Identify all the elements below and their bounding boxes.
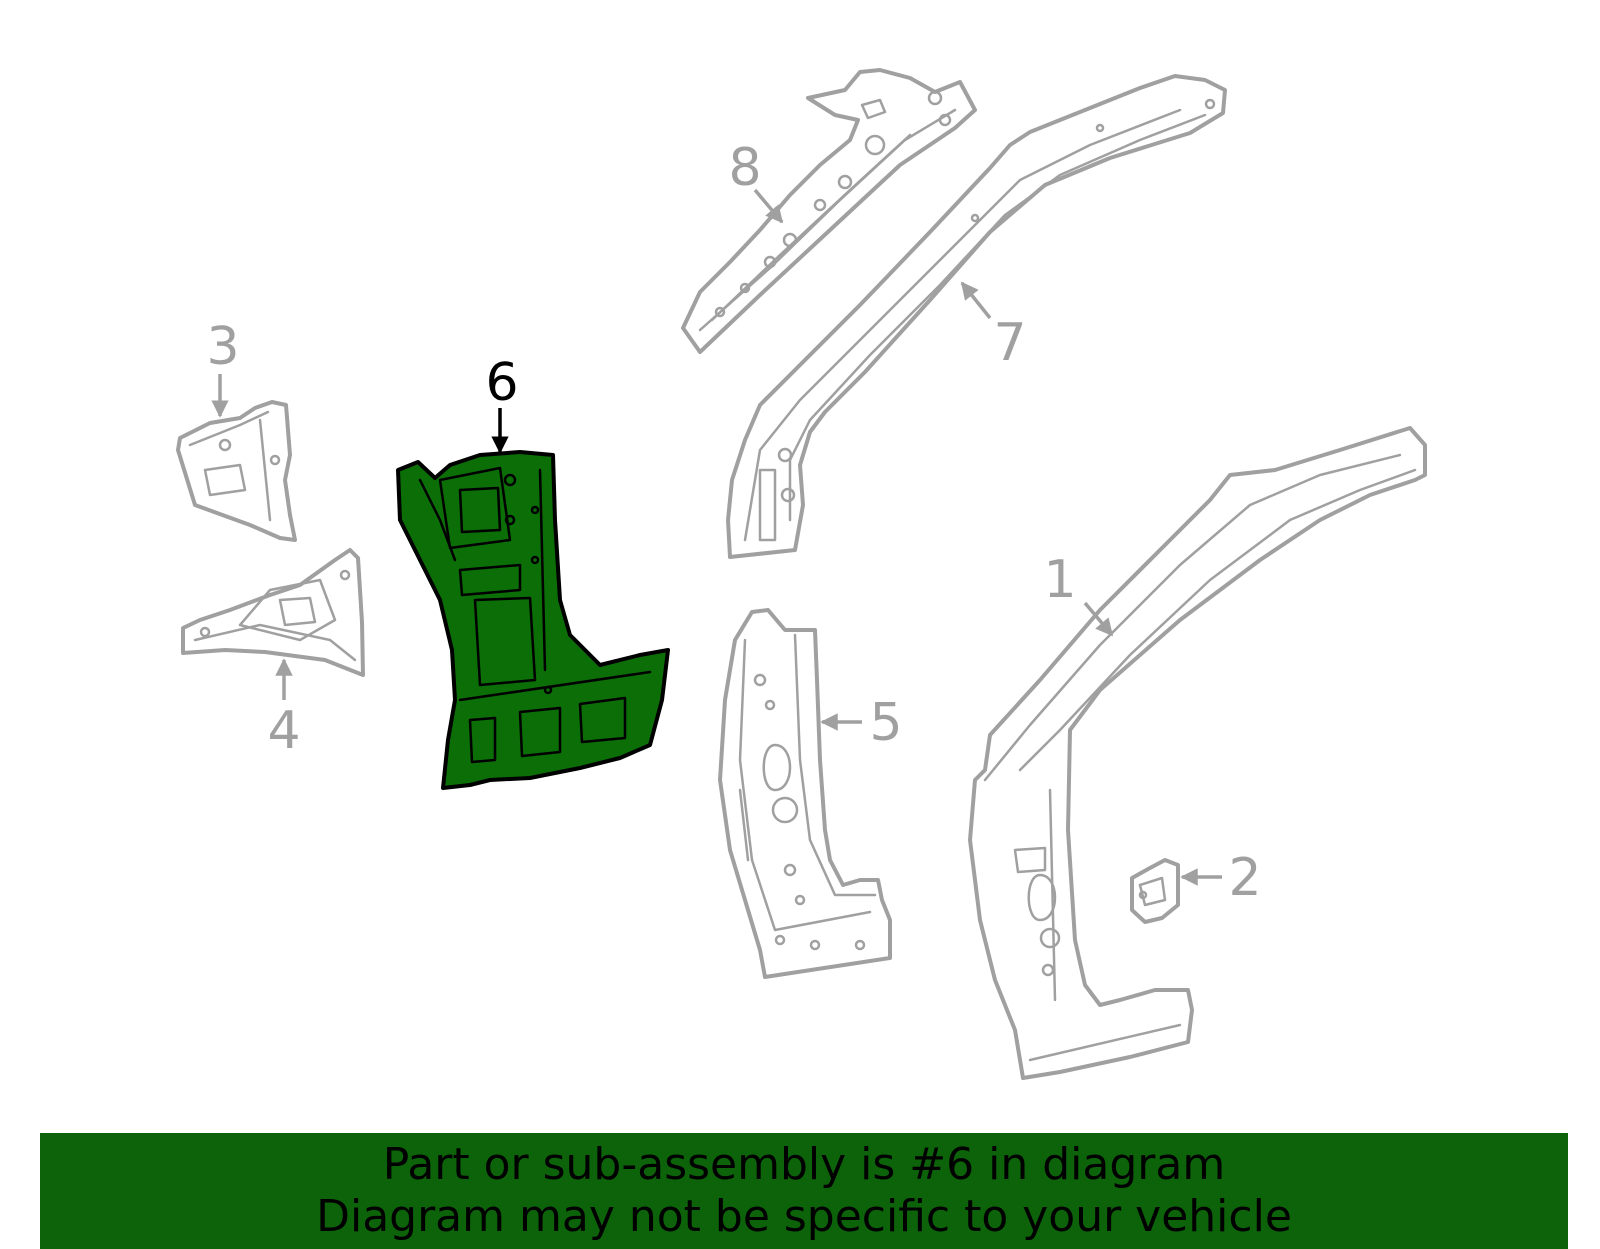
callout-4: 4 — [267, 658, 301, 761]
callout-label: 5 — [869, 693, 902, 753]
callout-label: 1 — [1043, 550, 1076, 610]
callout-6: 6 — [485, 353, 519, 454]
callout-arrow — [960, 281, 992, 320]
callout-7: 7 — [960, 281, 1027, 373]
callout-8: 8 — [728, 138, 784, 224]
part-3[interactable] — [176, 400, 297, 542]
part-6-highlighted[interactable] — [396, 450, 670, 790]
callout-3: 3 — [206, 317, 240, 418]
callout-arrow — [1083, 601, 1114, 637]
part-2[interactable] — [1130, 858, 1180, 924]
part-4[interactable] — [181, 548, 365, 677]
part-7[interactable] — [726, 74, 1227, 559]
part-5[interactable] — [718, 608, 892, 979]
callout-label: 7 — [993, 313, 1026, 373]
callout-label: 8 — [728, 138, 761, 198]
part-1[interactable] — [968, 426, 1427, 1080]
callout-1: 1 — [1043, 550, 1114, 637]
info-banner: Part or sub-assembly is #6 in diagram Di… — [40, 1133, 1568, 1249]
banner-line-1: Part or sub-assembly is #6 in diagram — [382, 1139, 1226, 1190]
callout-5: 5 — [820, 693, 903, 753]
callout-label: 2 — [1228, 848, 1261, 908]
banner-line-2: Diagram may not be specific to your vehi… — [316, 1191, 1292, 1242]
part-8[interactable] — [681, 68, 977, 354]
callout-2: 2 — [1180, 848, 1262, 908]
callout-label: 3 — [206, 317, 239, 377]
callout-label: 4 — [267, 701, 300, 761]
callout-arrow — [753, 188, 784, 224]
callout-label: 6 — [485, 353, 518, 413]
